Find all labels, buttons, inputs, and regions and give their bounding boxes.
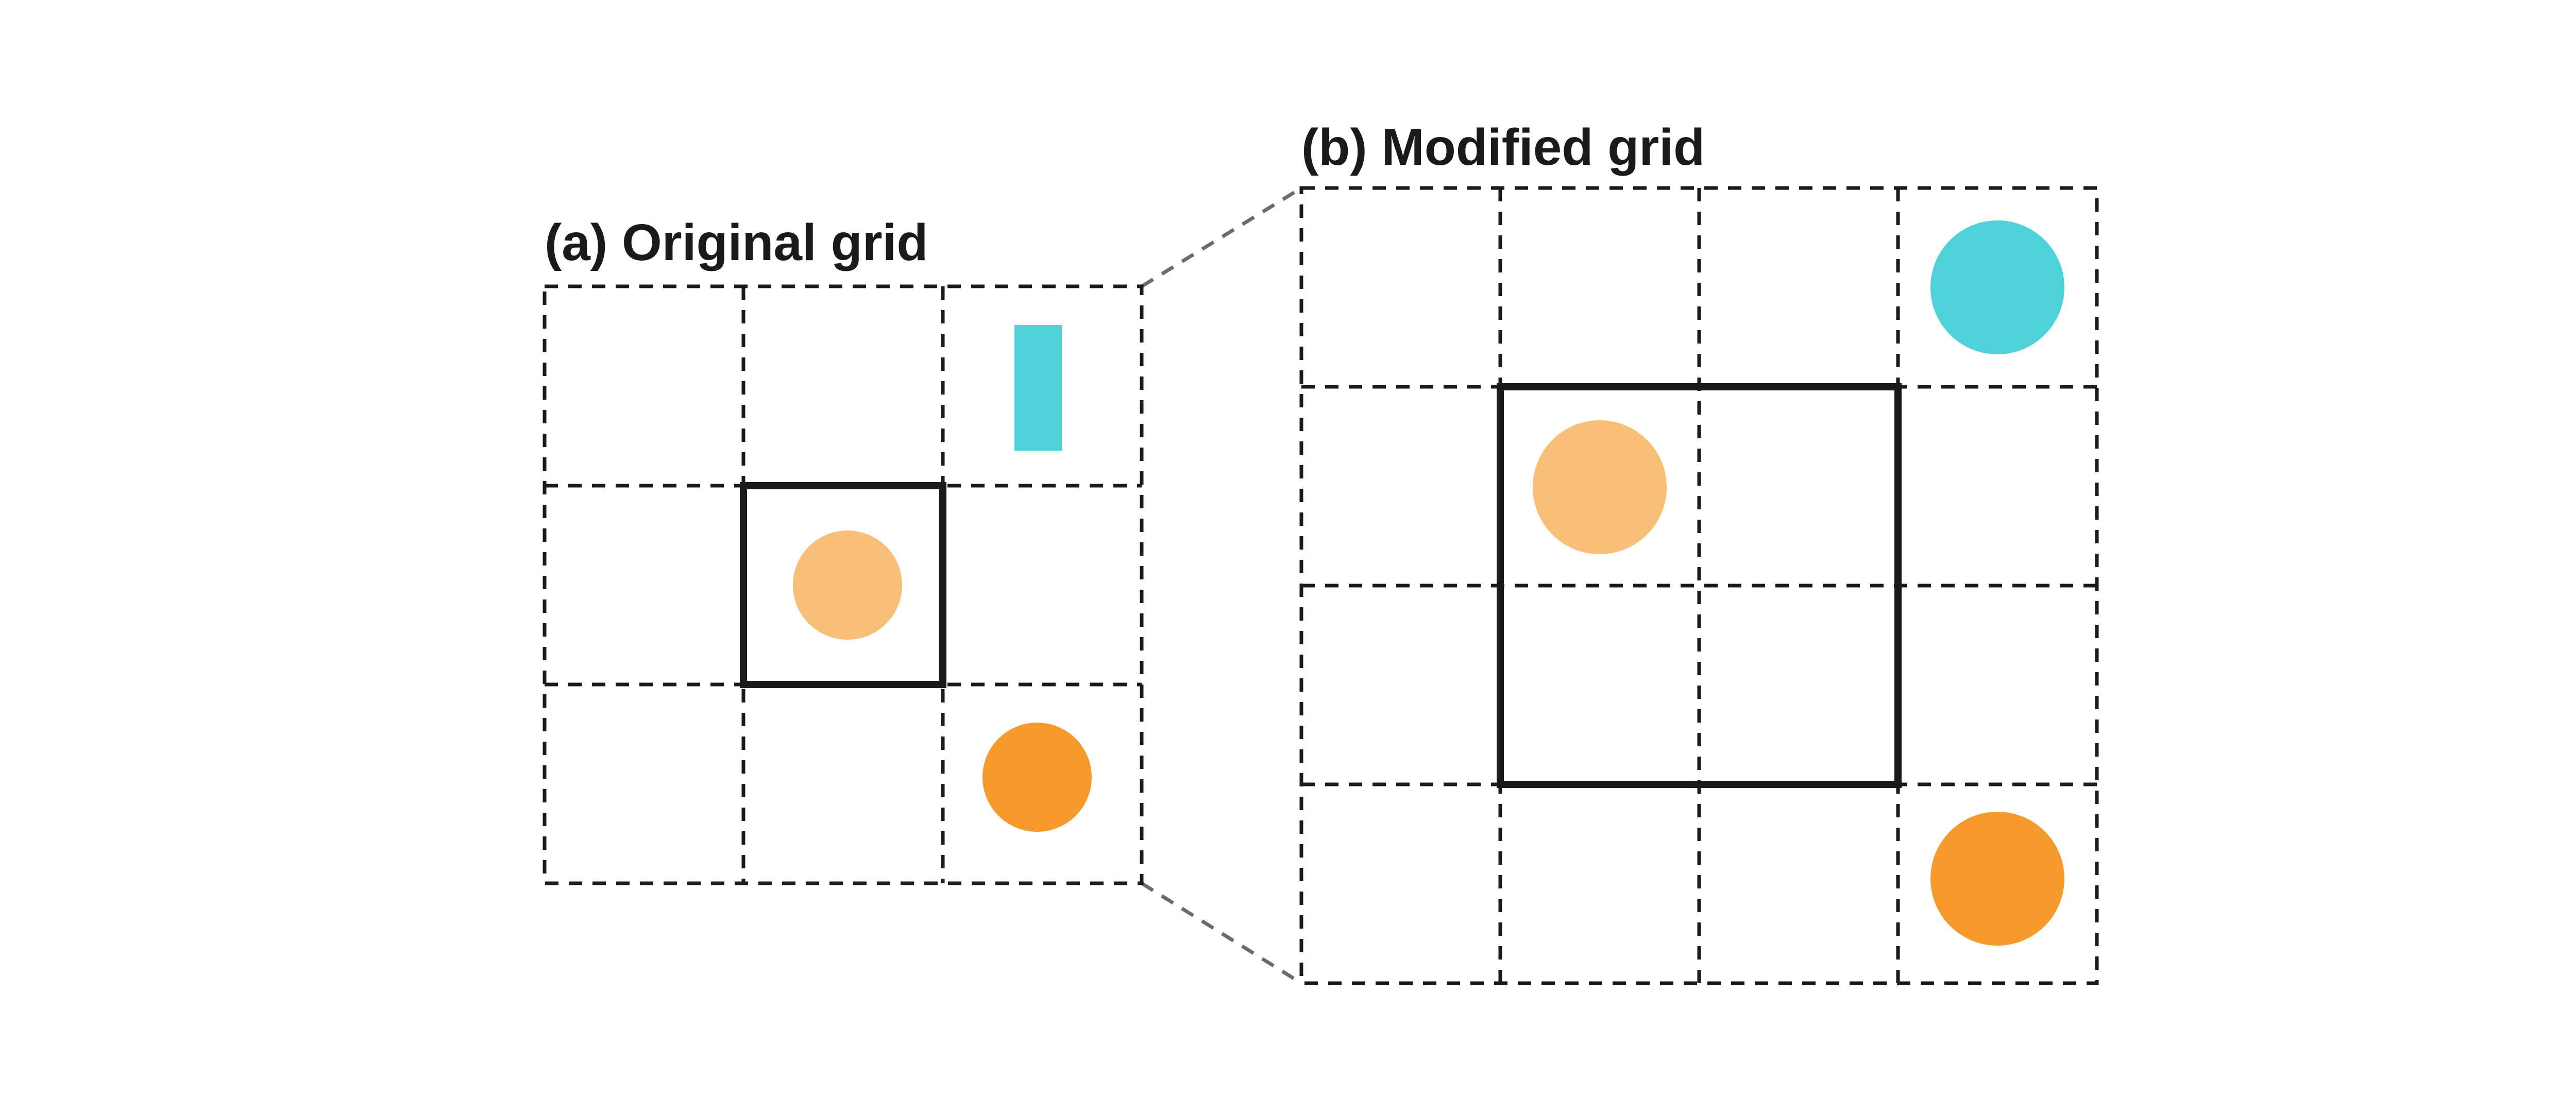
original-grid-title: (a) Original grid	[545, 214, 928, 271]
teal-circle	[1930, 220, 2064, 354]
zoom-connector-top	[1141, 186, 1302, 288]
original-grid-panel: (a) Original grid	[543, 214, 1144, 885]
teal-bar	[1014, 325, 1062, 451]
orange-circle	[1930, 812, 2064, 946]
original-grid	[543, 284, 1144, 885]
modified-grid-panel: (b) Modified grid	[1299, 118, 2099, 985]
orange-circle	[982, 723, 1092, 832]
modified-grid-title: (b) Modified grid	[1301, 118, 1705, 176]
original-grid-border	[543, 284, 1144, 885]
modified-highlight-block	[1497, 383, 1902, 788]
light-orange-circle	[793, 530, 902, 640]
zoom-connector-bottom	[1141, 882, 1302, 985]
light-orange-circle	[1533, 420, 1667, 554]
original-highlight-cell	[740, 482, 946, 688]
modified-grid	[1299, 186, 2099, 985]
